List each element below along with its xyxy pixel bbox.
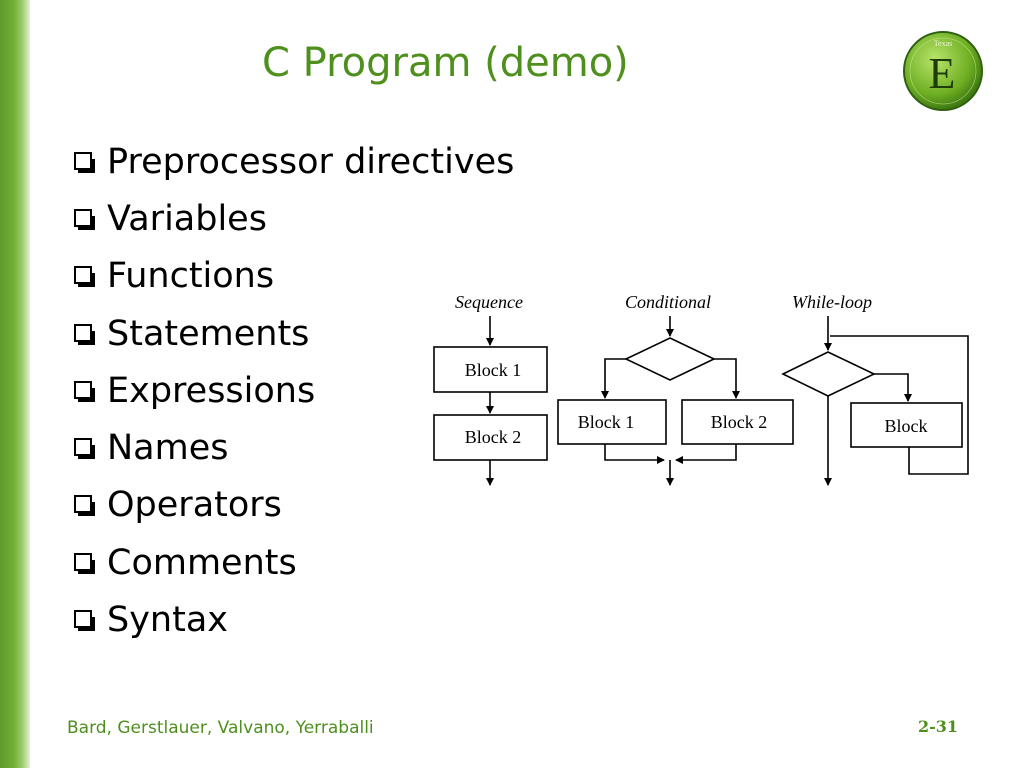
bullet-item: Functions (74, 248, 514, 305)
bullet-list: Preprocessor directives Variables Functi… (74, 133, 514, 649)
bullet-item: Expressions (74, 362, 514, 419)
bullet-item: Preprocessor directives (74, 133, 514, 190)
bullet-item: Operators (74, 477, 514, 534)
bullet-text: Preprocessor directives (107, 141, 515, 182)
bullet-item: Names (74, 419, 514, 476)
checkbox-square-icon (74, 151, 98, 176)
conditional-diamond (624, 337, 716, 381)
logo-text: Texas (934, 39, 953, 48)
page-number: 2-31 (918, 717, 959, 736)
bullet-text: Comments (107, 542, 297, 583)
seq-block1-box (433, 346, 548, 393)
loop-block-box (850, 402, 963, 448)
bullet-text: Names (107, 428, 229, 469)
side-accent-bar (0, 0, 30, 768)
checkbox-square-icon (74, 610, 98, 634)
footer-authors: Bard, Gerstlauer, Valvano, Yerraballi (67, 718, 374, 738)
logo-letter: E (929, 49, 956, 98)
checkbox-square-icon (74, 380, 98, 405)
while-loop-label: While-loop (792, 292, 872, 312)
checkbox-square-icon (74, 438, 98, 462)
bullet-item: Syntax (74, 591, 514, 648)
cond-block2-box (681, 399, 794, 445)
conditional-label: Conditional (625, 292, 711, 312)
cond-block2-label: Block 2 (711, 412, 768, 432)
checkbox-square-icon (74, 323, 98, 348)
bullet-text: Syntax (107, 600, 228, 641)
cond-block1-box (557, 399, 667, 445)
slide-title: C Program (demo) (262, 40, 629, 86)
seq-block1-label: Block 1 (465, 360, 522, 380)
seq-block2-label: Block 2 (465, 427, 522, 447)
checkbox-square-icon (74, 266, 98, 290)
checkbox-square-icon (74, 208, 98, 233)
control-flow-diagram: Sequence Conditional While-loop Block 1 … (433, 292, 969, 486)
while-diamond (781, 351, 876, 397)
bullet-text: Statements (107, 313, 310, 354)
sequence-label: Sequence (455, 292, 523, 312)
bullet-text: Operators (107, 485, 282, 526)
bullet-text: Variables (107, 198, 267, 239)
cond-block1-label: Block 1 (578, 412, 635, 432)
bullet-item: Statements (74, 305, 514, 362)
checkbox-square-icon (74, 552, 98, 577)
bullet-item: Comments (74, 534, 514, 591)
seq-block2-box (433, 414, 548, 461)
bullet-item: Variables (74, 190, 514, 247)
loop-block-label: Block (885, 416, 928, 436)
bullet-text: Expressions (107, 370, 316, 411)
bullet-text: Functions (107, 256, 275, 297)
checkbox-square-icon (74, 495, 98, 519)
texas-e-logo-icon: Texas E (903, 31, 983, 111)
